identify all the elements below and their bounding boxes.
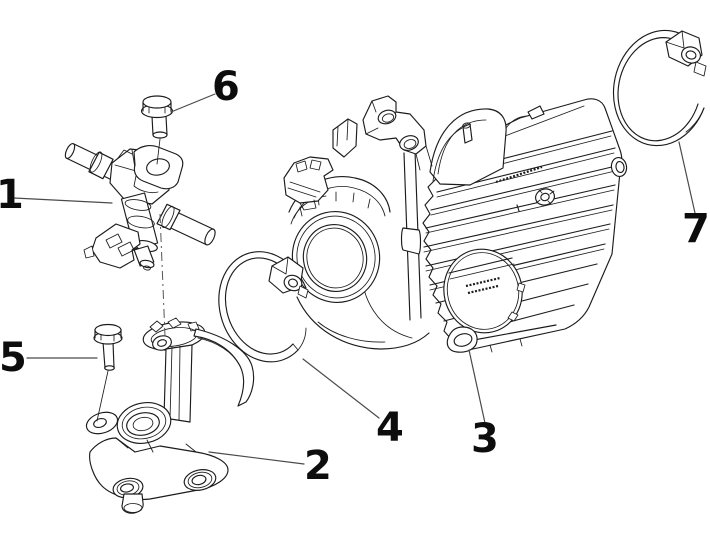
part-6-bolt bbox=[140, 95, 174, 165]
part-2-intake-manifold bbox=[85, 317, 255, 514]
callout-label-2: 2 bbox=[304, 443, 332, 489]
leader-6 bbox=[170, 93, 216, 113]
callout-label-7: 7 bbox=[682, 206, 710, 252]
part-4-hose-clamp bbox=[218, 251, 309, 363]
throttle-bore-rings bbox=[291, 211, 381, 303]
side-block bbox=[332, 118, 358, 158]
part-3-throttle-body bbox=[283, 95, 529, 350]
leader-4 bbox=[302, 358, 380, 419]
callout-label-4: 4 bbox=[376, 405, 404, 451]
injector-bracket bbox=[133, 145, 184, 194]
leader-1 bbox=[13, 197, 113, 204]
callout-label-1: 1 bbox=[0, 172, 24, 218]
callout-label-5: 5 bbox=[0, 335, 27, 381]
part-5-bolt bbox=[93, 323, 123, 422]
mount-foot bbox=[446, 326, 478, 353]
part-1-fuel-injector bbox=[64, 143, 216, 271]
sensor-nub bbox=[610, 156, 628, 178]
callout-label-6: 6 bbox=[212, 64, 240, 110]
tps-connector bbox=[283, 156, 334, 211]
ecu-plate-marking bbox=[495, 165, 543, 184]
ecu-disc-cover bbox=[443, 248, 526, 334]
leader-3 bbox=[468, 349, 486, 424]
manifold-bore bbox=[116, 402, 172, 444]
mount-bracket bbox=[362, 95, 427, 155]
assembly-center-line bbox=[159, 213, 166, 337]
leader-lines bbox=[13, 93, 696, 465]
leader-2 bbox=[208, 451, 305, 465]
clamp-screw bbox=[665, 30, 707, 77]
injector-connector bbox=[83, 223, 141, 269]
cast-emblem bbox=[535, 188, 555, 206]
clamp-screw bbox=[268, 256, 309, 299]
leader-7 bbox=[678, 141, 696, 214]
part-7-hose-clamp bbox=[612, 29, 707, 147]
disc-logo-marking bbox=[465, 276, 501, 288]
callout-label-3: 3 bbox=[471, 416, 499, 462]
air-horn bbox=[429, 108, 529, 186]
